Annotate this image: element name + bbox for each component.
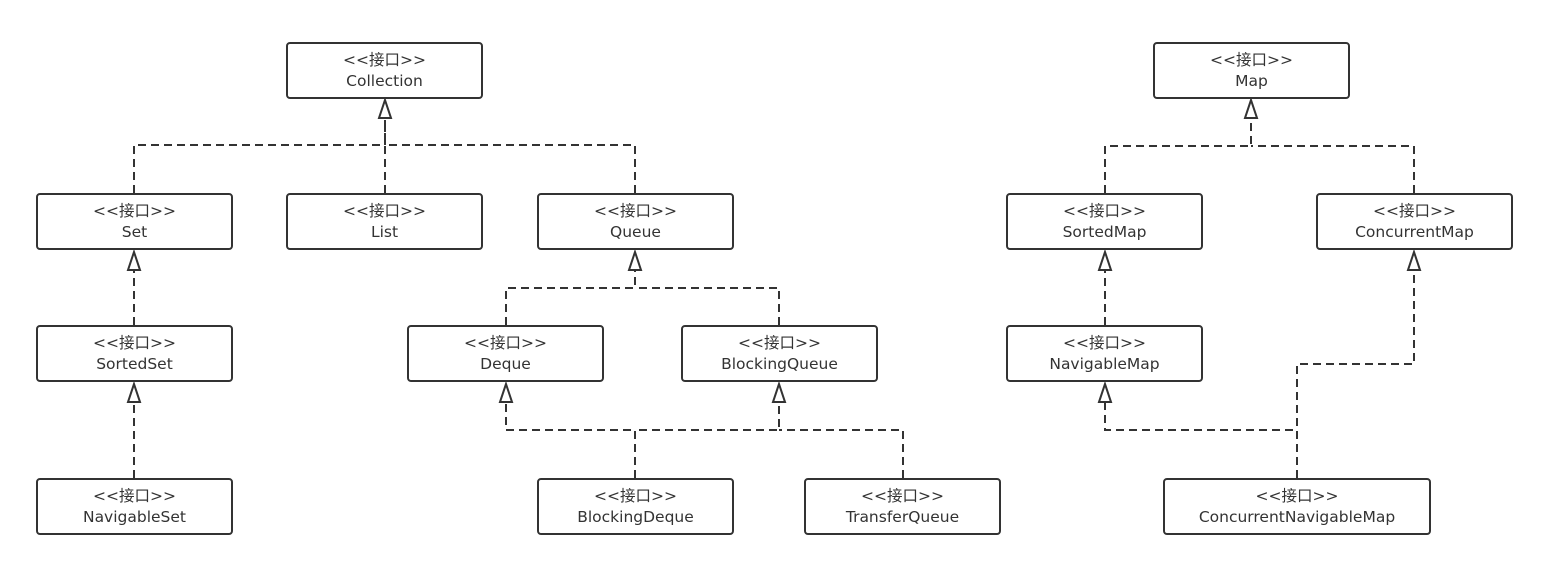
blockingqueue-name: BlockingQueue xyxy=(721,354,838,373)
blockingqueue-interface-box: <<接口>> BlockingQueue xyxy=(681,325,878,382)
collection-name: Collection xyxy=(346,71,423,90)
navigableset-name: NavigableSet xyxy=(82,507,187,526)
blockingqueue-stereotype: <<接口>> xyxy=(738,333,821,352)
concurrentnavigablemap-name: ConcurrentNavigableMap xyxy=(1198,507,1396,526)
arrowhead-queue xyxy=(627,248,643,271)
navigablemap-interface-box: <<接口>> NavigableMap xyxy=(1006,325,1203,382)
edge-concurrentmap-map xyxy=(1251,145,1415,193)
set-interface-box: <<接口>> Set xyxy=(36,193,233,250)
blockingdeque-name: BlockingDeque xyxy=(577,507,694,526)
list-name: List xyxy=(370,222,399,241)
concurrentmap-interface-box: <<接口>> ConcurrentMap xyxy=(1316,193,1513,250)
queue-stereotype: <<接口>> xyxy=(594,201,677,220)
concurrentmap-name: ConcurrentMap xyxy=(1355,222,1474,241)
queue-interface-box: <<接口>> Queue xyxy=(537,193,734,250)
list-interface-box: <<接口>> List xyxy=(286,193,483,250)
edge-sortedmap-map xyxy=(1104,112,1252,193)
edge-concurrentnavigablemap-navigablemap xyxy=(1104,396,1298,478)
sortedset-name: SortedSet xyxy=(96,354,173,373)
edge-concurrentnavigablemap-concurrentmap xyxy=(1296,266,1415,478)
edge-deque-queue xyxy=(505,266,636,325)
arrowhead-sortedmap xyxy=(1097,248,1113,271)
arrowhead-collection xyxy=(377,96,393,119)
sortedmap-interface-box: <<接口>> SortedMap xyxy=(1006,193,1203,250)
edge-blockingdeque-deque xyxy=(505,396,636,478)
deque-name: Deque xyxy=(480,354,531,373)
transferqueue-name: TransferQueue xyxy=(845,507,960,526)
blockingdeque-stereotype: <<接口>> xyxy=(594,486,677,505)
edge-transferqueue-blockingqueue xyxy=(779,429,904,478)
arrowhead-concurrentmap xyxy=(1406,248,1422,271)
navigablemap-name: NavigableMap xyxy=(1049,354,1160,373)
sortedset-stereotype: <<接口>> xyxy=(93,333,176,352)
map-name: Map xyxy=(1235,71,1268,90)
navigableset-stereotype: <<接口>> xyxy=(93,486,176,505)
concurrentnavigablemap-interface-box: <<接口>> ConcurrentNavigableMap xyxy=(1163,478,1431,535)
arrowhead-deque xyxy=(498,380,514,403)
map-interface-box: <<接口>> Map xyxy=(1153,42,1350,99)
arrowhead-sortedset xyxy=(126,380,142,403)
arrowhead-blockingqueue xyxy=(771,380,787,403)
sortedset-interface-box: <<接口>> SortedSet xyxy=(36,325,233,382)
arrowhead-map xyxy=(1243,96,1259,119)
set-stereotype: <<接口>> xyxy=(93,201,176,220)
deque-interface-box: <<接口>> Deque xyxy=(407,325,604,382)
edge-blockingqueue-queue xyxy=(635,287,780,325)
navigableset-interface-box: <<接口>> NavigableSet xyxy=(36,478,233,535)
transferqueue-interface-box: <<接口>> TransferQueue xyxy=(804,478,1001,535)
queue-name: Queue xyxy=(610,222,661,241)
concurrentnavigablemap-stereotype: <<接口>> xyxy=(1255,486,1339,505)
blockingdeque-interface-box: <<接口>> BlockingDeque xyxy=(537,478,734,535)
transferqueue-stereotype: <<接口>> xyxy=(861,486,944,505)
arrowhead-navigablemap xyxy=(1097,380,1113,403)
list-stereotype: <<接口>> xyxy=(343,201,426,220)
arrowhead-set xyxy=(126,248,142,271)
sortedmap-name: SortedMap xyxy=(1062,222,1147,241)
set-name: Set xyxy=(121,222,148,241)
edge-queue-collection xyxy=(385,144,636,193)
concurrentmap-stereotype: <<接口>> xyxy=(1373,201,1456,220)
map-stereotype: <<接口>> xyxy=(1210,50,1293,69)
collection-interface-box: <<接口>> Collection xyxy=(286,42,483,99)
collection-stereotype: <<接口>> xyxy=(343,50,426,69)
sortedmap-stereotype: <<接口>> xyxy=(1063,201,1146,220)
navigablemap-stereotype: <<接口>> xyxy=(1063,333,1146,352)
edge-set-collection xyxy=(133,112,386,193)
edge-blockingdeque-blockingqueue xyxy=(634,396,780,478)
deque-stereotype: <<接口>> xyxy=(464,333,547,352)
